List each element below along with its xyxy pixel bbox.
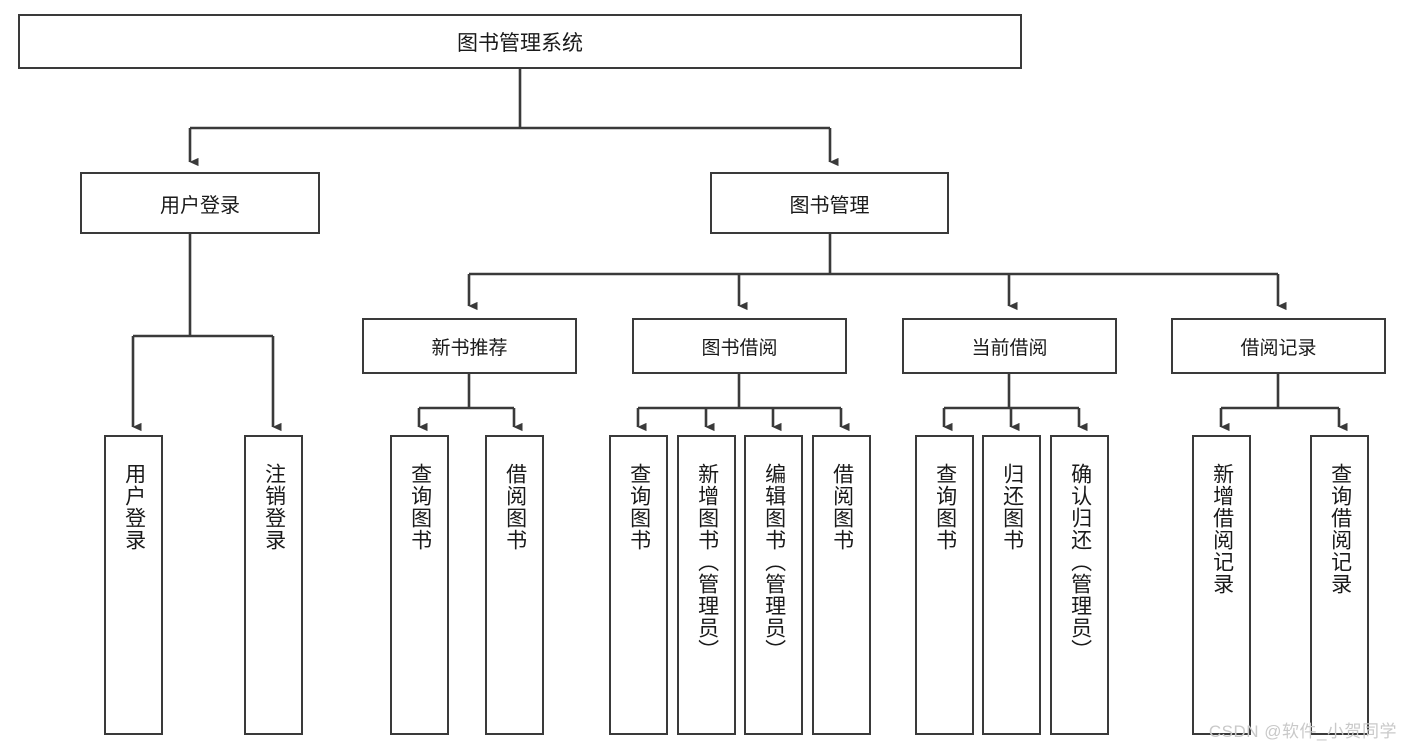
leaf-add-borrow-record-label: 新增借阅记录 bbox=[1210, 463, 1234, 595]
watermark: CSDN @软件_小贺同学 bbox=[1208, 722, 1397, 741]
leaf-logout[interactable]: 注销登录 bbox=[244, 435, 303, 735]
leaf-user-login[interactable]: 用户登录 bbox=[104, 435, 163, 735]
node-borrow-record[interactable]: 借阅记录 bbox=[1171, 318, 1386, 374]
leaf-query-book-current-label: 查询图书 bbox=[933, 463, 957, 551]
leaf-query-borrow-record[interactable]: 查询借阅记录 bbox=[1310, 435, 1369, 735]
node-book-management[interactable]: 图书管理 bbox=[710, 172, 949, 234]
node-book-management-label: 图书管理 bbox=[789, 194, 870, 217]
leaf-edit-book-admin[interactable]: 编辑图书（管理员） bbox=[744, 435, 803, 735]
leaf-add-borrow-record[interactable]: 新增借阅记录 bbox=[1192, 435, 1251, 735]
leaf-query-book-borrow-label: 查询图书 bbox=[627, 463, 651, 551]
leaf-query-book-new-label: 查询图书 bbox=[408, 463, 432, 551]
leaf-edit-book-admin-label: 编辑图书（管理员） bbox=[762, 463, 786, 661]
node-root-label: 图书管理系统 bbox=[457, 31, 583, 55]
node-user-login[interactable]: 用户登录 bbox=[80, 172, 320, 234]
node-book-borrow[interactable]: 图书借阅 bbox=[632, 318, 847, 374]
node-borrow-record-label: 借阅记录 bbox=[1240, 337, 1317, 359]
node-current-borrow[interactable]: 当前借阅 bbox=[902, 318, 1117, 374]
leaf-confirm-return-admin-label: 确认归还（管理员） bbox=[1068, 463, 1092, 661]
leaf-return-book-label: 归还图书 bbox=[1000, 463, 1024, 551]
node-root[interactable]: 图书管理系统 bbox=[18, 14, 1022, 69]
leaf-borrow-book[interactable]: 借阅图书 bbox=[812, 435, 871, 735]
leaf-confirm-return-admin[interactable]: 确认归还（管理员） bbox=[1050, 435, 1109, 735]
leaf-add-book-admin-label: 新增图书（管理员） bbox=[695, 463, 719, 661]
node-new-book-recommend[interactable]: 新书推荐 bbox=[362, 318, 577, 374]
node-user-login-label: 用户登录 bbox=[160, 194, 240, 217]
leaf-add-book-admin[interactable]: 新增图书（管理员） bbox=[677, 435, 736, 735]
node-book-borrow-label: 图书借阅 bbox=[701, 337, 778, 359]
leaf-user-login-label: 用户登录 bbox=[122, 463, 146, 551]
leaf-return-book[interactable]: 归还图书 bbox=[982, 435, 1041, 735]
node-current-borrow-label: 当前借阅 bbox=[971, 337, 1048, 359]
node-new-book-recommend-label: 新书推荐 bbox=[431, 337, 508, 359]
leaf-query-book-new[interactable]: 查询图书 bbox=[390, 435, 449, 735]
leaf-borrow-book-label: 借阅图书 bbox=[830, 463, 854, 551]
leaf-query-book-borrow[interactable]: 查询图书 bbox=[609, 435, 668, 735]
leaf-borrow-book-new-label: 借阅图书 bbox=[503, 463, 527, 551]
leaf-borrow-book-new[interactable]: 借阅图书 bbox=[485, 435, 544, 735]
leaf-query-book-current[interactable]: 查询图书 bbox=[915, 435, 974, 735]
leaf-logout-label: 注销登录 bbox=[262, 463, 286, 551]
leaf-query-borrow-record-label: 查询借阅记录 bbox=[1328, 463, 1352, 595]
